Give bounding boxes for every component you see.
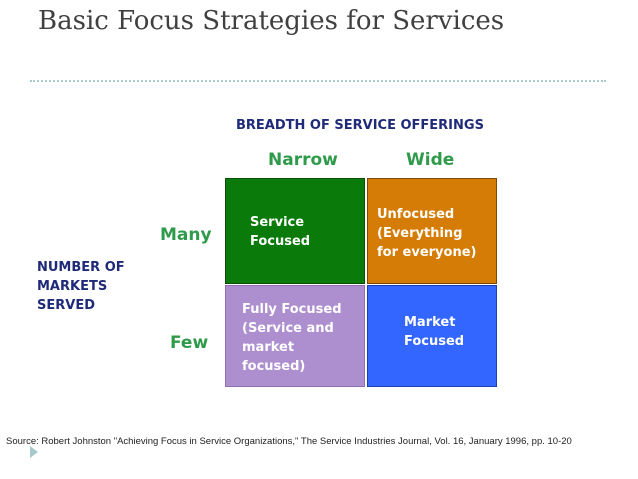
cell-text-line: for everyone) [377, 245, 477, 260]
cell-fully-focused: Fully Focused (Service and market focuse… [225, 285, 365, 387]
cell-text-line: Focused [250, 234, 311, 249]
cell-text-line: Focused [404, 334, 465, 349]
cell-market-focused: Market Focused [367, 285, 497, 387]
markets-axis-label: NUMBER OF MARKETS SERVED [37, 258, 125, 315]
column-header-narrow: Narrow [268, 150, 338, 170]
triangle-bullet-icon [30, 446, 38, 458]
cell-text-line: (Service and [242, 321, 334, 336]
breadth-axis-label: BREADTH OF SERVICE OFFERINGS [236, 118, 484, 133]
cell-text-line: Unfocused [377, 207, 455, 222]
row-header-few: Few [170, 333, 209, 353]
cell-service-focused: Service Focused [225, 178, 365, 284]
cell-text-line: market [242, 340, 295, 355]
column-header-wide: Wide [406, 150, 455, 170]
markets-axis-label-line: NUMBER OF [37, 260, 125, 275]
row-header-many: Many [160, 225, 212, 245]
source-citation: Source: Robert Johnston "Achieving Focus… [6, 436, 572, 447]
title-divider [30, 80, 606, 82]
cell-text-line: Market [404, 315, 456, 330]
cell-text-line: focused) [242, 359, 306, 374]
cell-text-line: Fully Focused [242, 302, 342, 317]
markets-axis-label-line: MARKETS [37, 279, 108, 294]
cell-text-line: Service [250, 215, 305, 230]
cell-unfocused: Unfocused (Everything for everyone) [367, 178, 497, 284]
page-title: Basic Focus Strategies for Services [38, 6, 505, 36]
markets-axis-label-line: SERVED [37, 298, 95, 313]
cell-text-line: (Everything [377, 226, 463, 241]
